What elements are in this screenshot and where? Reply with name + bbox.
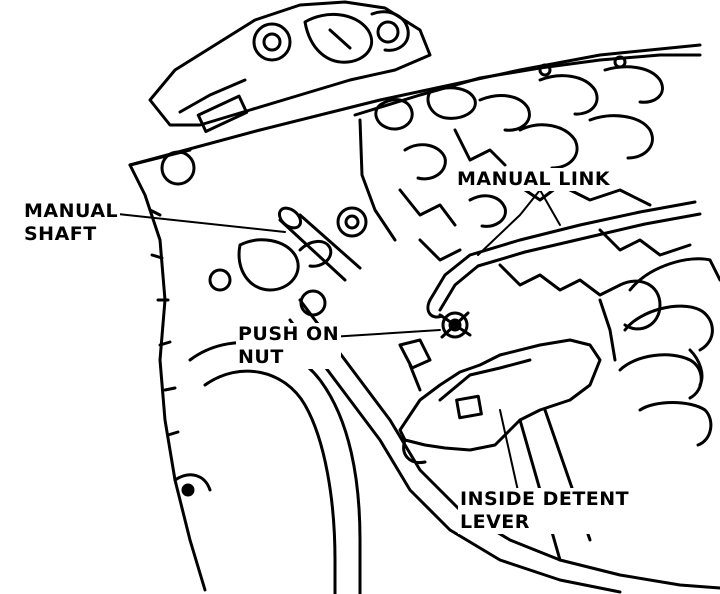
manual-shaft <box>237 206 368 292</box>
inside-detent-lever-label: INSIDE DETENT LEVER <box>458 488 632 534</box>
bell-housing <box>173 268 720 594</box>
detent-spring <box>498 263 662 362</box>
push-on-nut <box>398 311 472 392</box>
push-on-nut-label: PUSH ON NUT <box>236 323 342 369</box>
manual-link-label-line1: MANUAL LINK <box>457 168 611 190</box>
manual-shaft-label: MANUAL SHAFT <box>22 200 121 246</box>
valve-body <box>353 53 702 262</box>
push-on-nut-label-line2: NUT <box>238 346 284 368</box>
leader-lines <box>117 189 561 501</box>
manual-link-rod <box>426 200 702 319</box>
top-bracket <box>148 0 432 133</box>
hand <box>618 257 720 447</box>
manual-shaft-label-line1: MANUAL <box>24 200 119 222</box>
inside-detent-lever-label-line1: INSIDE DETENT <box>460 488 630 510</box>
manual-link-label: MANUAL LINK <box>455 168 613 191</box>
inside-detent-lever-label-line2: LEVER <box>460 511 530 533</box>
manual-shaft-label-line2: SHAFT <box>24 223 97 245</box>
push-on-nut-label-line1: PUSH ON <box>238 323 340 345</box>
